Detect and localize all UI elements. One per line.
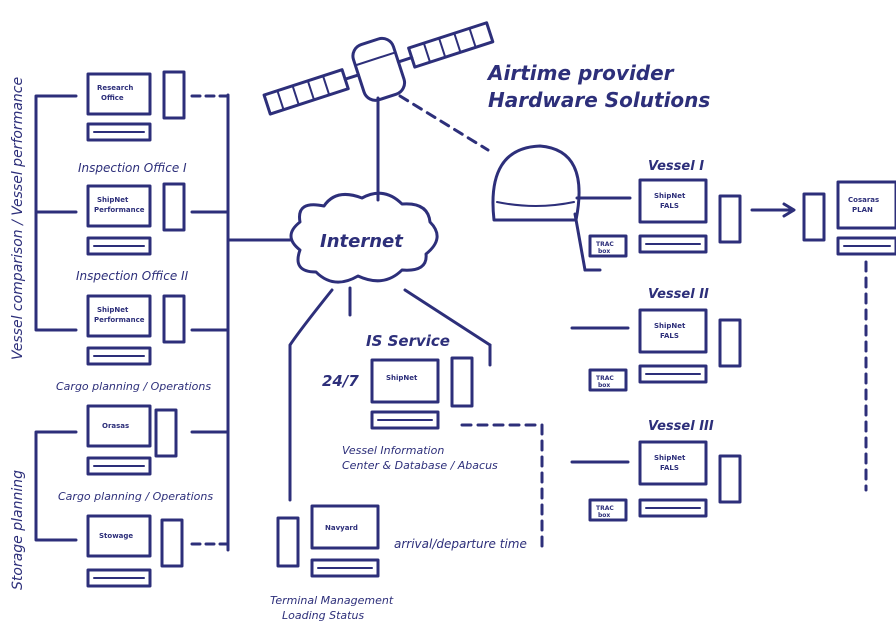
svg-text:FALS: FALS xyxy=(660,202,679,210)
svg-text:PLAN: PLAN xyxy=(852,206,873,214)
svg-text:Research: Research xyxy=(97,84,133,92)
monitor-icon xyxy=(638,308,708,354)
svg-text:box: box xyxy=(598,382,610,389)
svg-text:Orasas: Orasas xyxy=(102,422,129,430)
vessel-comparison-label: Vessel comparison / Vessel performance xyxy=(10,77,26,360)
keyboard-icon xyxy=(638,234,708,254)
monitor-icon xyxy=(86,404,152,448)
svg-text:ShipNet: ShipNet xyxy=(654,322,686,330)
svg-text:Performance: Performance xyxy=(94,206,145,214)
tower-icon xyxy=(154,408,178,458)
vessel-2-label: Vessel II xyxy=(648,287,709,302)
workstation-is-service: ShipNet xyxy=(370,356,474,430)
svg-text:ShipNet: ShipNet xyxy=(386,374,418,382)
workstation-terminal: Navyard xyxy=(276,504,380,578)
svg-text:TRAC: TRAC xyxy=(596,375,614,382)
svg-text:TRAC: TRAC xyxy=(596,505,614,512)
workstation-vessel-1: ShipNet FALS TRAC box xyxy=(588,178,742,258)
keyboard-icon xyxy=(86,236,152,256)
workstation-vessel-3: ShipNet FALS TRAC box xyxy=(588,440,742,522)
title-line2: Hardware Solutions xyxy=(488,88,710,112)
svg-text:ShipNet: ShipNet xyxy=(654,454,686,462)
internet-label: Internet xyxy=(320,231,404,252)
monitor-icon xyxy=(638,178,708,224)
monitor-icon xyxy=(86,294,152,338)
workstation-performance-1: ShipNet Performance xyxy=(86,182,230,256)
title-line1: Airtime provider xyxy=(486,61,675,85)
workstation-vessel-2: ShipNet FALS TRAC box xyxy=(588,308,742,392)
svg-text:Stowage: Stowage xyxy=(99,532,133,540)
keyboard-icon xyxy=(638,498,708,518)
inspection-office-1-label: Inspection Office I xyxy=(78,161,187,175)
workstation-stowage: Stowage xyxy=(86,514,230,588)
satellite-icon xyxy=(262,21,495,116)
tower-icon xyxy=(162,294,186,344)
cargo-planning-2-label: Cargo planning / Operations xyxy=(58,490,213,503)
svg-text:ShipNet: ShipNet xyxy=(654,192,686,200)
trac-box-icon xyxy=(588,498,628,522)
svg-text:FALS: FALS xyxy=(660,464,679,472)
workstation-orasas: Orasas xyxy=(86,404,230,476)
arrival-departure-label: arrival/departure time xyxy=(394,537,527,551)
svg-text:FALS: FALS xyxy=(660,332,679,340)
keyboard-icon xyxy=(86,122,152,142)
svg-text:Performance: Performance xyxy=(94,316,145,324)
keyboard-icon xyxy=(836,236,896,256)
is-caption-1: Vessel Information xyxy=(342,444,444,457)
trac-box-icon xyxy=(588,234,628,258)
monitor-icon xyxy=(86,184,152,228)
terminal-caption-1: Terminal Management xyxy=(270,594,394,607)
svg-text:Navyard: Navyard xyxy=(325,524,358,532)
keyboard-icon xyxy=(86,568,152,588)
monitor-icon xyxy=(86,514,152,558)
tower-icon xyxy=(718,454,742,504)
tower-icon xyxy=(450,356,474,408)
svg-text:box: box xyxy=(598,512,610,519)
tower-icon xyxy=(162,182,186,232)
trac-box-icon xyxy=(588,368,628,392)
vessel-3-label: Vessel III xyxy=(648,419,714,434)
vessel-1-label: Vessel I xyxy=(648,159,704,174)
tower-icon xyxy=(160,518,184,568)
workstation-research: Research Office xyxy=(86,70,230,142)
svg-text:box: box xyxy=(598,248,610,255)
monitor-icon xyxy=(86,72,152,116)
svg-text:TRAC: TRAC xyxy=(596,241,614,248)
monitor-icon xyxy=(836,180,896,230)
tower-icon xyxy=(276,516,300,568)
svg-text:Office: Office xyxy=(101,94,124,102)
keyboard-icon xyxy=(370,410,440,430)
is-caption-2: Center & Database / Abacus xyxy=(342,459,498,472)
is-service-label: IS Service xyxy=(366,332,450,350)
tower-icon xyxy=(718,318,742,368)
satellite-dish-icon xyxy=(491,144,581,222)
svg-text:ShipNet: ShipNet xyxy=(97,196,129,204)
hours-label: 24/7 xyxy=(322,372,359,390)
svg-text:ShipNet: ShipNet xyxy=(97,306,129,314)
keyboard-icon xyxy=(638,364,708,384)
workstation-far-right: Cosaras PLAN xyxy=(802,180,896,256)
inspection-office-2-label: Inspection Office II xyxy=(76,269,189,283)
monitor-icon xyxy=(370,358,440,404)
monitor-icon xyxy=(310,504,380,550)
tower-icon xyxy=(802,192,826,242)
internet-cloud: Internet xyxy=(289,191,439,284)
svg-text:Cosaras: Cosaras xyxy=(848,196,879,204)
tower-icon xyxy=(718,194,742,244)
cargo-planning-1-label: Cargo planning / Operations xyxy=(56,380,211,393)
monitor-icon xyxy=(638,440,708,486)
terminal-caption-2: Loading Status xyxy=(282,609,364,622)
workstation-performance-2: ShipNet Performance xyxy=(86,294,230,366)
tower-icon xyxy=(162,70,186,120)
keyboard-icon xyxy=(86,346,152,366)
storage-planning-label: Storage planning xyxy=(10,470,26,590)
keyboard-icon xyxy=(310,558,380,578)
keyboard-icon xyxy=(86,456,152,476)
